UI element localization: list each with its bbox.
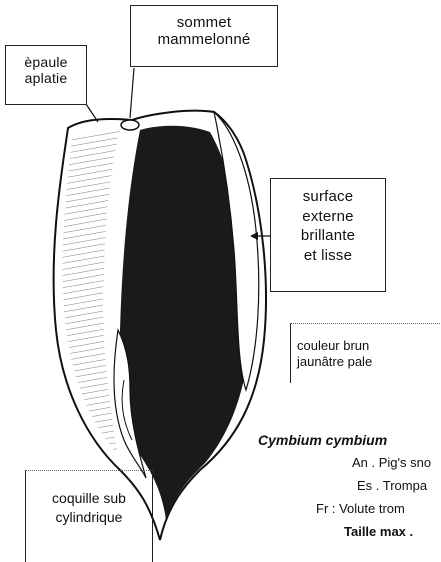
shell-apex <box>121 120 139 130</box>
species-max-size: Taille max . <box>344 524 413 539</box>
label-apex-line2: mammelonné <box>131 31 277 48</box>
label-shape-line2: cylindrique <box>26 508 152 527</box>
label-color-line1: couleur brun <box>297 338 440 354</box>
label-shape-line1: coquille sub <box>26 489 152 508</box>
species-name-french: Fr : Volute trom <box>316 501 405 516</box>
label-color: couleur brun jaunâtre pale <box>290 323 440 383</box>
label-color-line2: jaunâtre pale <box>297 354 440 370</box>
label-surface-line1: surface <box>271 187 385 207</box>
label-shape: coquille sub cylindrique <box>25 470 153 562</box>
species-latin-name: Cymbium cymbium <box>258 432 387 448</box>
species-name-english: An . Pig's sno <box>352 455 431 470</box>
species-name-spanish: Es . Trompa <box>357 478 427 493</box>
label-surface-line3: brillante <box>271 226 385 246</box>
label-surface-line2: externe <box>271 207 385 227</box>
label-shoulder: èpaule aplatie <box>5 45 87 105</box>
label-apex-line1: sommet <box>131 14 277 31</box>
label-surface-line4: et lisse <box>271 246 385 266</box>
label-surface: surface externe brillante et lisse <box>270 178 386 292</box>
pointer-top <box>130 68 134 118</box>
label-shoulder-line2: aplatie <box>6 70 86 86</box>
label-apex: sommet mammelonné <box>130 5 278 67</box>
label-shoulder-line1: èpaule <box>6 54 86 70</box>
